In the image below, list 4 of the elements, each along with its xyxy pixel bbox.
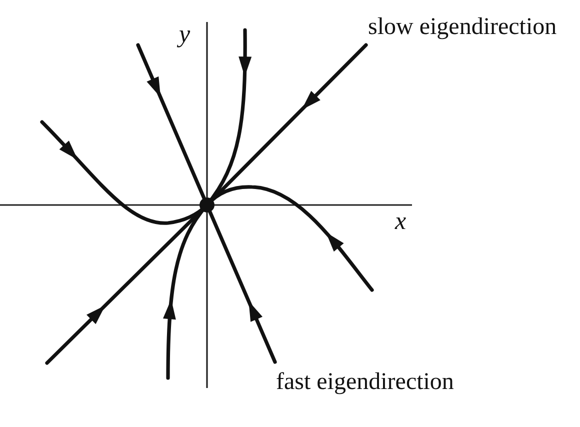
eigendirection-label: slow eigendirection xyxy=(368,15,557,39)
axis-label: y xyxy=(179,22,190,47)
axis-label: x xyxy=(395,209,406,234)
eigendirection-label: fast eigendirection xyxy=(276,370,454,394)
